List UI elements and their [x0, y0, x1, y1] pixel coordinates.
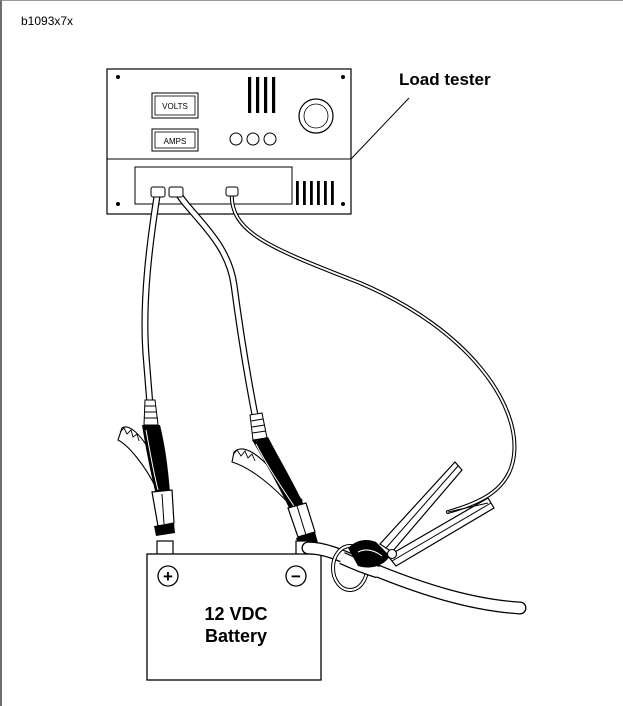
indicator-light-icon — [229, 132, 243, 146]
vent-slots-bottom — [296, 181, 334, 205]
amps-label: AMPS — [164, 137, 187, 146]
positive-icon — [157, 565, 179, 587]
load-tester-leader-line — [350, 97, 410, 160]
screw-icon — [341, 75, 345, 79]
screw-icon — [116, 75, 120, 79]
amps-meter — [151, 128, 199, 152]
volts-label: VOLTS — [162, 102, 188, 111]
negative-plug — [168, 186, 184, 198]
positive-clamp — [117, 399, 175, 536]
figure-id: b1093x7x — [21, 14, 74, 28]
positive-terminal — [156, 540, 174, 556]
amp-probe-clamp — [331, 461, 495, 592]
battery-negative-lead — [301, 541, 527, 615]
negative-symbol: − — [291, 567, 301, 586]
connector-panel — [134, 166, 293, 205]
probe-plug — [225, 186, 239, 197]
battery-label-line1: 12 VDC — [204, 604, 267, 624]
positive-symbol: + — [163, 567, 173, 586]
battery-label-line2: Battery — [205, 626, 267, 646]
amp-probe-wire — [229, 188, 517, 514]
positive-cable — [141, 186, 162, 409]
screw-icon — [116, 202, 120, 206]
positive-plug — [150, 186, 166, 198]
negative-icon — [285, 565, 307, 587]
indicator-light-icon — [263, 132, 277, 146]
battery: + − 12 VDC Battery — [146, 540, 322, 681]
negative-clamp — [231, 412, 318, 549]
screw-icon — [341, 202, 345, 206]
negative-cable — [172, 186, 260, 424]
load-tester-label: Load tester — [399, 70, 491, 89]
vent-slots-top — [248, 77, 276, 113]
volts-meter — [151, 92, 199, 119]
indicator-light-icon — [246, 132, 260, 146]
